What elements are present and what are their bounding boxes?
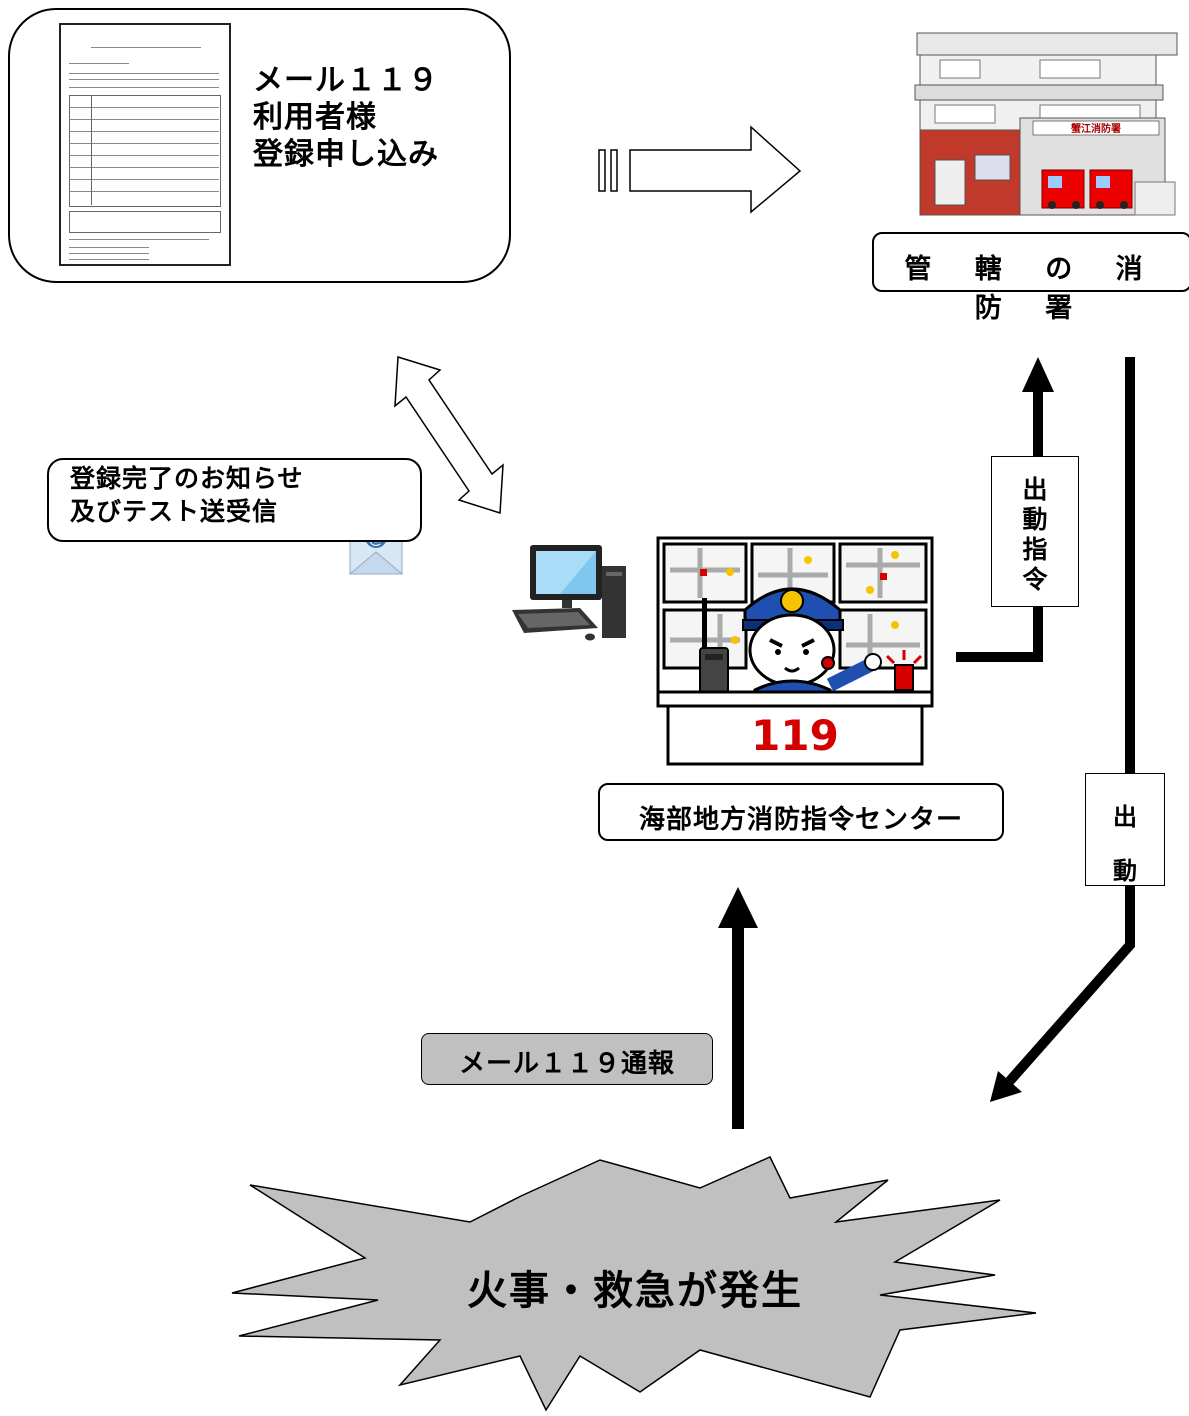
notice-box <box>47 458 422 542</box>
center-label-box: 海部地方消防指令センター <box>598 783 1004 841</box>
mail-report-box: メール１１９通報 <box>421 1033 713 1085</box>
emergency-label: 火事・救急が発生 <box>467 1268 803 1314</box>
station-sign: 蟹江消防署 <box>1070 122 1121 135</box>
dispatch-box: 出 動 <box>1085 773 1165 886</box>
desk-number: 119 <box>751 711 839 760</box>
fire-station-illustration: 蟹江消防署 <box>914 32 1178 216</box>
computer-illustration <box>512 545 626 641</box>
double-arrow-registration-center <box>394 356 504 515</box>
registration-title: メール１１９ 利用者様 登録申し込み <box>253 63 439 172</box>
command-desk: 119 <box>656 690 934 766</box>
dispatch-order-label: 出 動 指 令 <box>1022 475 1048 594</box>
dispatch-label: 出 動 <box>1113 803 1137 885</box>
dispatch-order-box: 出 動 指 令 <box>991 456 1079 607</box>
emergency-burst <box>231 1156 1037 1412</box>
station-label: 管 轄 の 消 防 署 <box>904 254 1160 324</box>
center-label: 海部地方消防指令センター <box>638 805 963 835</box>
station-label-box: 管 轄 の 消 防 署 <box>872 232 1189 324</box>
officer-illustration <box>742 587 923 702</box>
mail-report-label: メール１１９通報 <box>458 1049 675 1079</box>
application-form-thumbnail <box>59 23 231 266</box>
dispatch-arrow <box>990 357 1135 1102</box>
report-arrow <box>718 887 758 1129</box>
hollow-arrow-to-station <box>598 125 802 214</box>
notice-text: 登録完了のお知らせ 及びテスト送受信 <box>70 464 304 526</box>
